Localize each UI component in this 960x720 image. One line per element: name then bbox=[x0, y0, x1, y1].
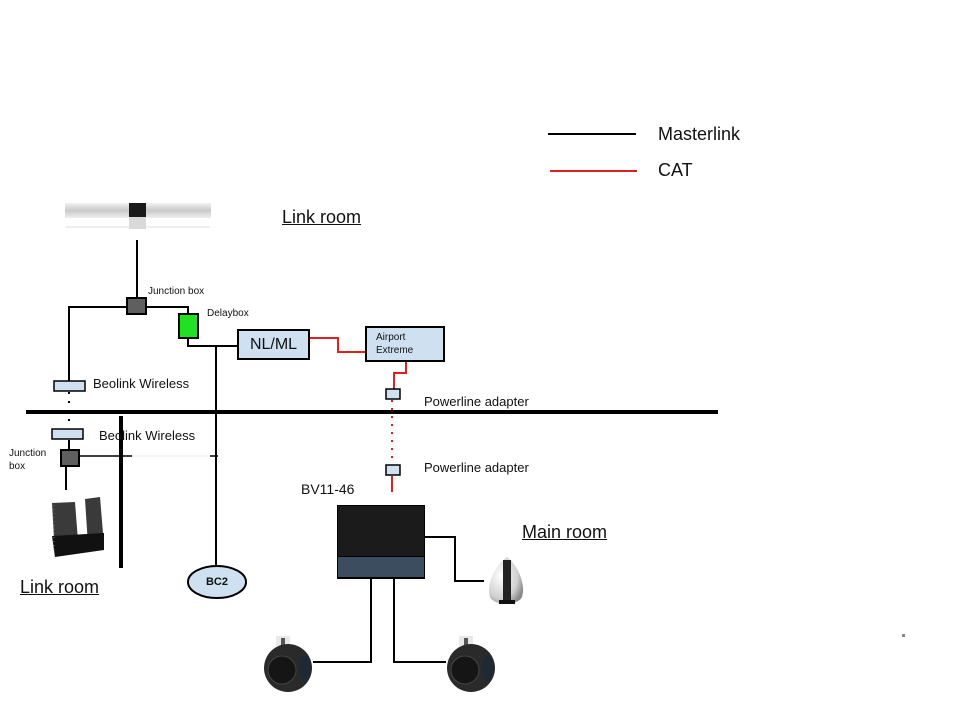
delaybox-icon bbox=[178, 313, 199, 339]
beolab-speaker-icon bbox=[489, 557, 524, 604]
delaybox-label: Delaybox bbox=[207, 308, 249, 319]
room-label-link-bottom: Link room bbox=[20, 577, 100, 597]
airport-extreme-box bbox=[365, 326, 445, 362]
ml-wire-tv-left-sub bbox=[313, 579, 372, 663]
nl-ml-box bbox=[237, 329, 310, 360]
airport-extreme-label-line2: Extreme bbox=[376, 345, 414, 356]
ml-wire-tv-speaker bbox=[425, 536, 484, 582]
tv-screen-icon bbox=[337, 505, 425, 579]
airport-extreme-label-line1: Airport bbox=[376, 332, 406, 343]
powerline-adapter-top-icon bbox=[385, 388, 401, 400]
powerline-adapter-bottom-icon bbox=[385, 464, 401, 476]
tv-model-label: BV11-46 bbox=[301, 481, 355, 497]
powerline-adapter-bottom-label: Powerline adapter bbox=[424, 460, 529, 475]
powerline-adapter-top-label: Powerline adapter bbox=[424, 394, 529, 409]
junction-box-bottom-label-line1: Junction bbox=[9, 448, 47, 459]
subwoofer-right-icon bbox=[447, 636, 495, 692]
bc2-ellipse bbox=[187, 565, 247, 599]
beolink-wireless-bottom-icon bbox=[51, 428, 84, 440]
beolink-wireless-top-icon bbox=[53, 380, 86, 392]
legend-masterlink-label: Masterlink bbox=[658, 124, 741, 144]
beolab-soundbar-icon bbox=[65, 203, 211, 229]
room-label-main: Main room bbox=[522, 522, 608, 542]
ml-wire-left bbox=[68, 306, 127, 385]
room-label-link-top: Link room bbox=[282, 207, 362, 227]
ml-wire-nlml bbox=[187, 338, 238, 347]
beosound-device-icon bbox=[52, 497, 104, 557]
nl-ml-label: NL/ML bbox=[249, 335, 298, 353]
cat-wire-airport-powerline bbox=[393, 361, 407, 389]
ml-wire-delaybox bbox=[146, 306, 189, 314]
junction-box-top-label: Junction box bbox=[148, 286, 205, 297]
cat-wire-nlml-airport bbox=[309, 337, 366, 353]
junction-box-bottom-label-line2: box bbox=[9, 461, 26, 472]
legend-cat-label: CAT bbox=[658, 160, 693, 180]
junction-box-top-icon bbox=[126, 297, 147, 315]
ml-wire-tv-right-sub bbox=[393, 579, 446, 663]
beolink-wireless-top-label: Beolink Wireless bbox=[93, 376, 190, 391]
bc2-label: BC2 bbox=[205, 576, 228, 588]
subwoofer-left-icon bbox=[264, 636, 312, 692]
beolink-wireless-bottom-label: Beolink Wireless bbox=[99, 428, 196, 443]
junction-box-bottom-icon bbox=[60, 449, 80, 467]
stray-dot bbox=[902, 634, 905, 637]
